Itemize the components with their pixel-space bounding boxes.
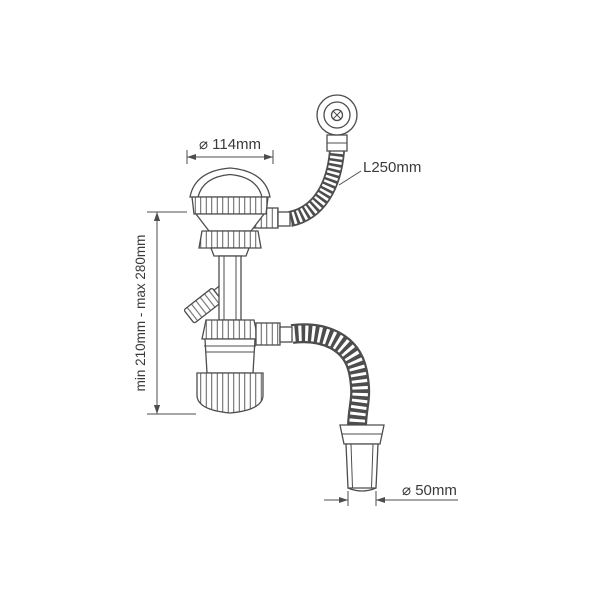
dimension-strainer-diameter: ⌀ 114mm bbox=[186, 136, 274, 164]
l250-leader-line bbox=[338, 170, 362, 186]
trap-outlet-nut bbox=[255, 322, 281, 346]
outlet-pipe-assembly bbox=[339, 424, 385, 492]
strainer-dome bbox=[189, 167, 271, 198]
dim50-arrow-left bbox=[339, 497, 348, 503]
outlet-pipe-wall-right bbox=[371, 443, 374, 489]
trap-outlet-step bbox=[279, 326, 293, 343]
dimension-outlet-diameter: ⌀ 50mm bbox=[324, 482, 458, 506]
dim50-arrow-right bbox=[376, 497, 385, 503]
strainer-dome-inner bbox=[197, 173, 263, 198]
overflow-cover-inner-ring bbox=[323, 101, 351, 129]
strainer-locknut bbox=[198, 230, 262, 249]
tailpipe bbox=[218, 255, 242, 321]
trap-assembly bbox=[196, 319, 293, 414]
strainer-diameter-label: ⌀ 114mm bbox=[199, 136, 261, 153]
height-range-label: min 210mm - max 280mm bbox=[133, 235, 148, 392]
strainer-assembly bbox=[189, 167, 291, 321]
overflow-screw-slot-2 bbox=[332, 110, 342, 120]
trap-top-nut bbox=[201, 319, 259, 340]
outlet-diameter-label: ⌀ 50mm bbox=[402, 482, 457, 499]
dim114-arrow-right bbox=[264, 154, 273, 160]
overflow-screw-icon bbox=[330, 108, 344, 122]
height-arrow-bottom bbox=[153, 405, 161, 414]
outlet-pipe-wall-left bbox=[350, 443, 353, 489]
strainer-rim-band bbox=[191, 196, 269, 215]
trap-cup bbox=[196, 372, 264, 414]
outlet-hose bbox=[290, 323, 371, 426]
dimension-height-range: min 210mm - max 280mm bbox=[133, 211, 196, 415]
strainer-collar bbox=[210, 247, 250, 257]
overflow-inlet-step bbox=[277, 211, 291, 227]
height-arrow-top bbox=[153, 212, 161, 221]
outlet-pipe-bottom bbox=[347, 487, 377, 492]
outlet-hose-assembly bbox=[290, 323, 371, 426]
label-overflow-length: L250mm bbox=[338, 159, 421, 186]
overflow-length-label: L250mm bbox=[363, 159, 421, 176]
overflow-assembly bbox=[287, 94, 358, 227]
dim114-arrow-left bbox=[187, 154, 196, 160]
outlet-hose-corrugation bbox=[291, 325, 368, 426]
overflow-hose-corrugation bbox=[288, 150, 344, 226]
trap-body bbox=[204, 338, 256, 374]
